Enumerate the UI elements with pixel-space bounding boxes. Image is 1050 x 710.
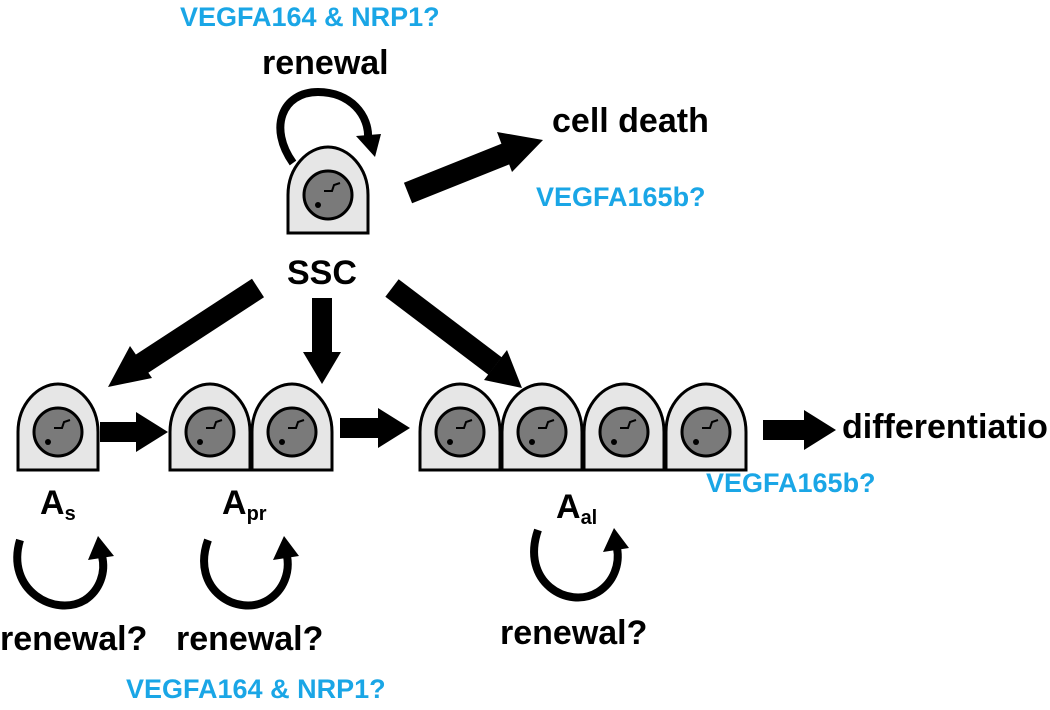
ssc-to-death-arrow <box>403 132 543 204</box>
ssc-to-apr-arrow <box>303 298 341 384</box>
aal-label-subscript: al <box>580 507 598 529</box>
aal-renewal-arrow <box>530 528 629 602</box>
apr-label-subscript: pr <box>246 503 267 525</box>
aal-cell-2 <box>500 382 584 472</box>
ssc-to-aal-arrow <box>385 279 522 388</box>
differentiation-label: differentiation <box>842 408 1050 446</box>
aal-to-differentiation-arrow <box>763 410 836 450</box>
apr-to-aal-arrow <box>340 408 410 448</box>
aal-label: Aal <box>556 490 597 528</box>
cell-death-label: cell death <box>552 102 709 140</box>
aal-cell-3 <box>582 382 666 472</box>
apr-cell-1 <box>168 382 252 472</box>
ssc-label: SSC <box>287 254 357 292</box>
as-label-main: A <box>40 484 65 522</box>
death-factor-label: VEGFA165b? <box>536 182 706 212</box>
as-to-apr-arrow <box>100 412 168 452</box>
as-cell <box>16 382 100 472</box>
aal-renewal-label: renewal? <box>500 614 648 652</box>
apr-cell-2 <box>250 382 334 472</box>
as-label: As <box>40 486 76 524</box>
aal-label-main: A <box>556 488 581 526</box>
apr-label: Apr <box>222 486 267 524</box>
ssc-to-as-arrow <box>108 278 265 387</box>
top-factor-label: VEGFA164 & NRP1? <box>180 2 440 32</box>
aal-cell-4 <box>664 382 748 472</box>
apr-renewal-label: renewal? <box>176 620 324 658</box>
ssc-renewal-arrow <box>276 87 381 166</box>
as-renewal-label: renewal? <box>0 620 148 658</box>
ssc-cell <box>286 145 370 235</box>
apr-renewal-arrow <box>200 536 299 610</box>
apr-label-main: A <box>222 484 247 522</box>
differentiation-factor-label: VEGFA165b? <box>706 468 876 498</box>
as-label-subscript: s <box>64 503 76 525</box>
ssc-renewal-label: renewal <box>262 44 389 82</box>
bottom-factor-label: VEGFA164 & NRP1? <box>126 674 386 704</box>
aal-cell-1 <box>418 382 502 472</box>
as-renewal-arrow <box>13 536 114 610</box>
